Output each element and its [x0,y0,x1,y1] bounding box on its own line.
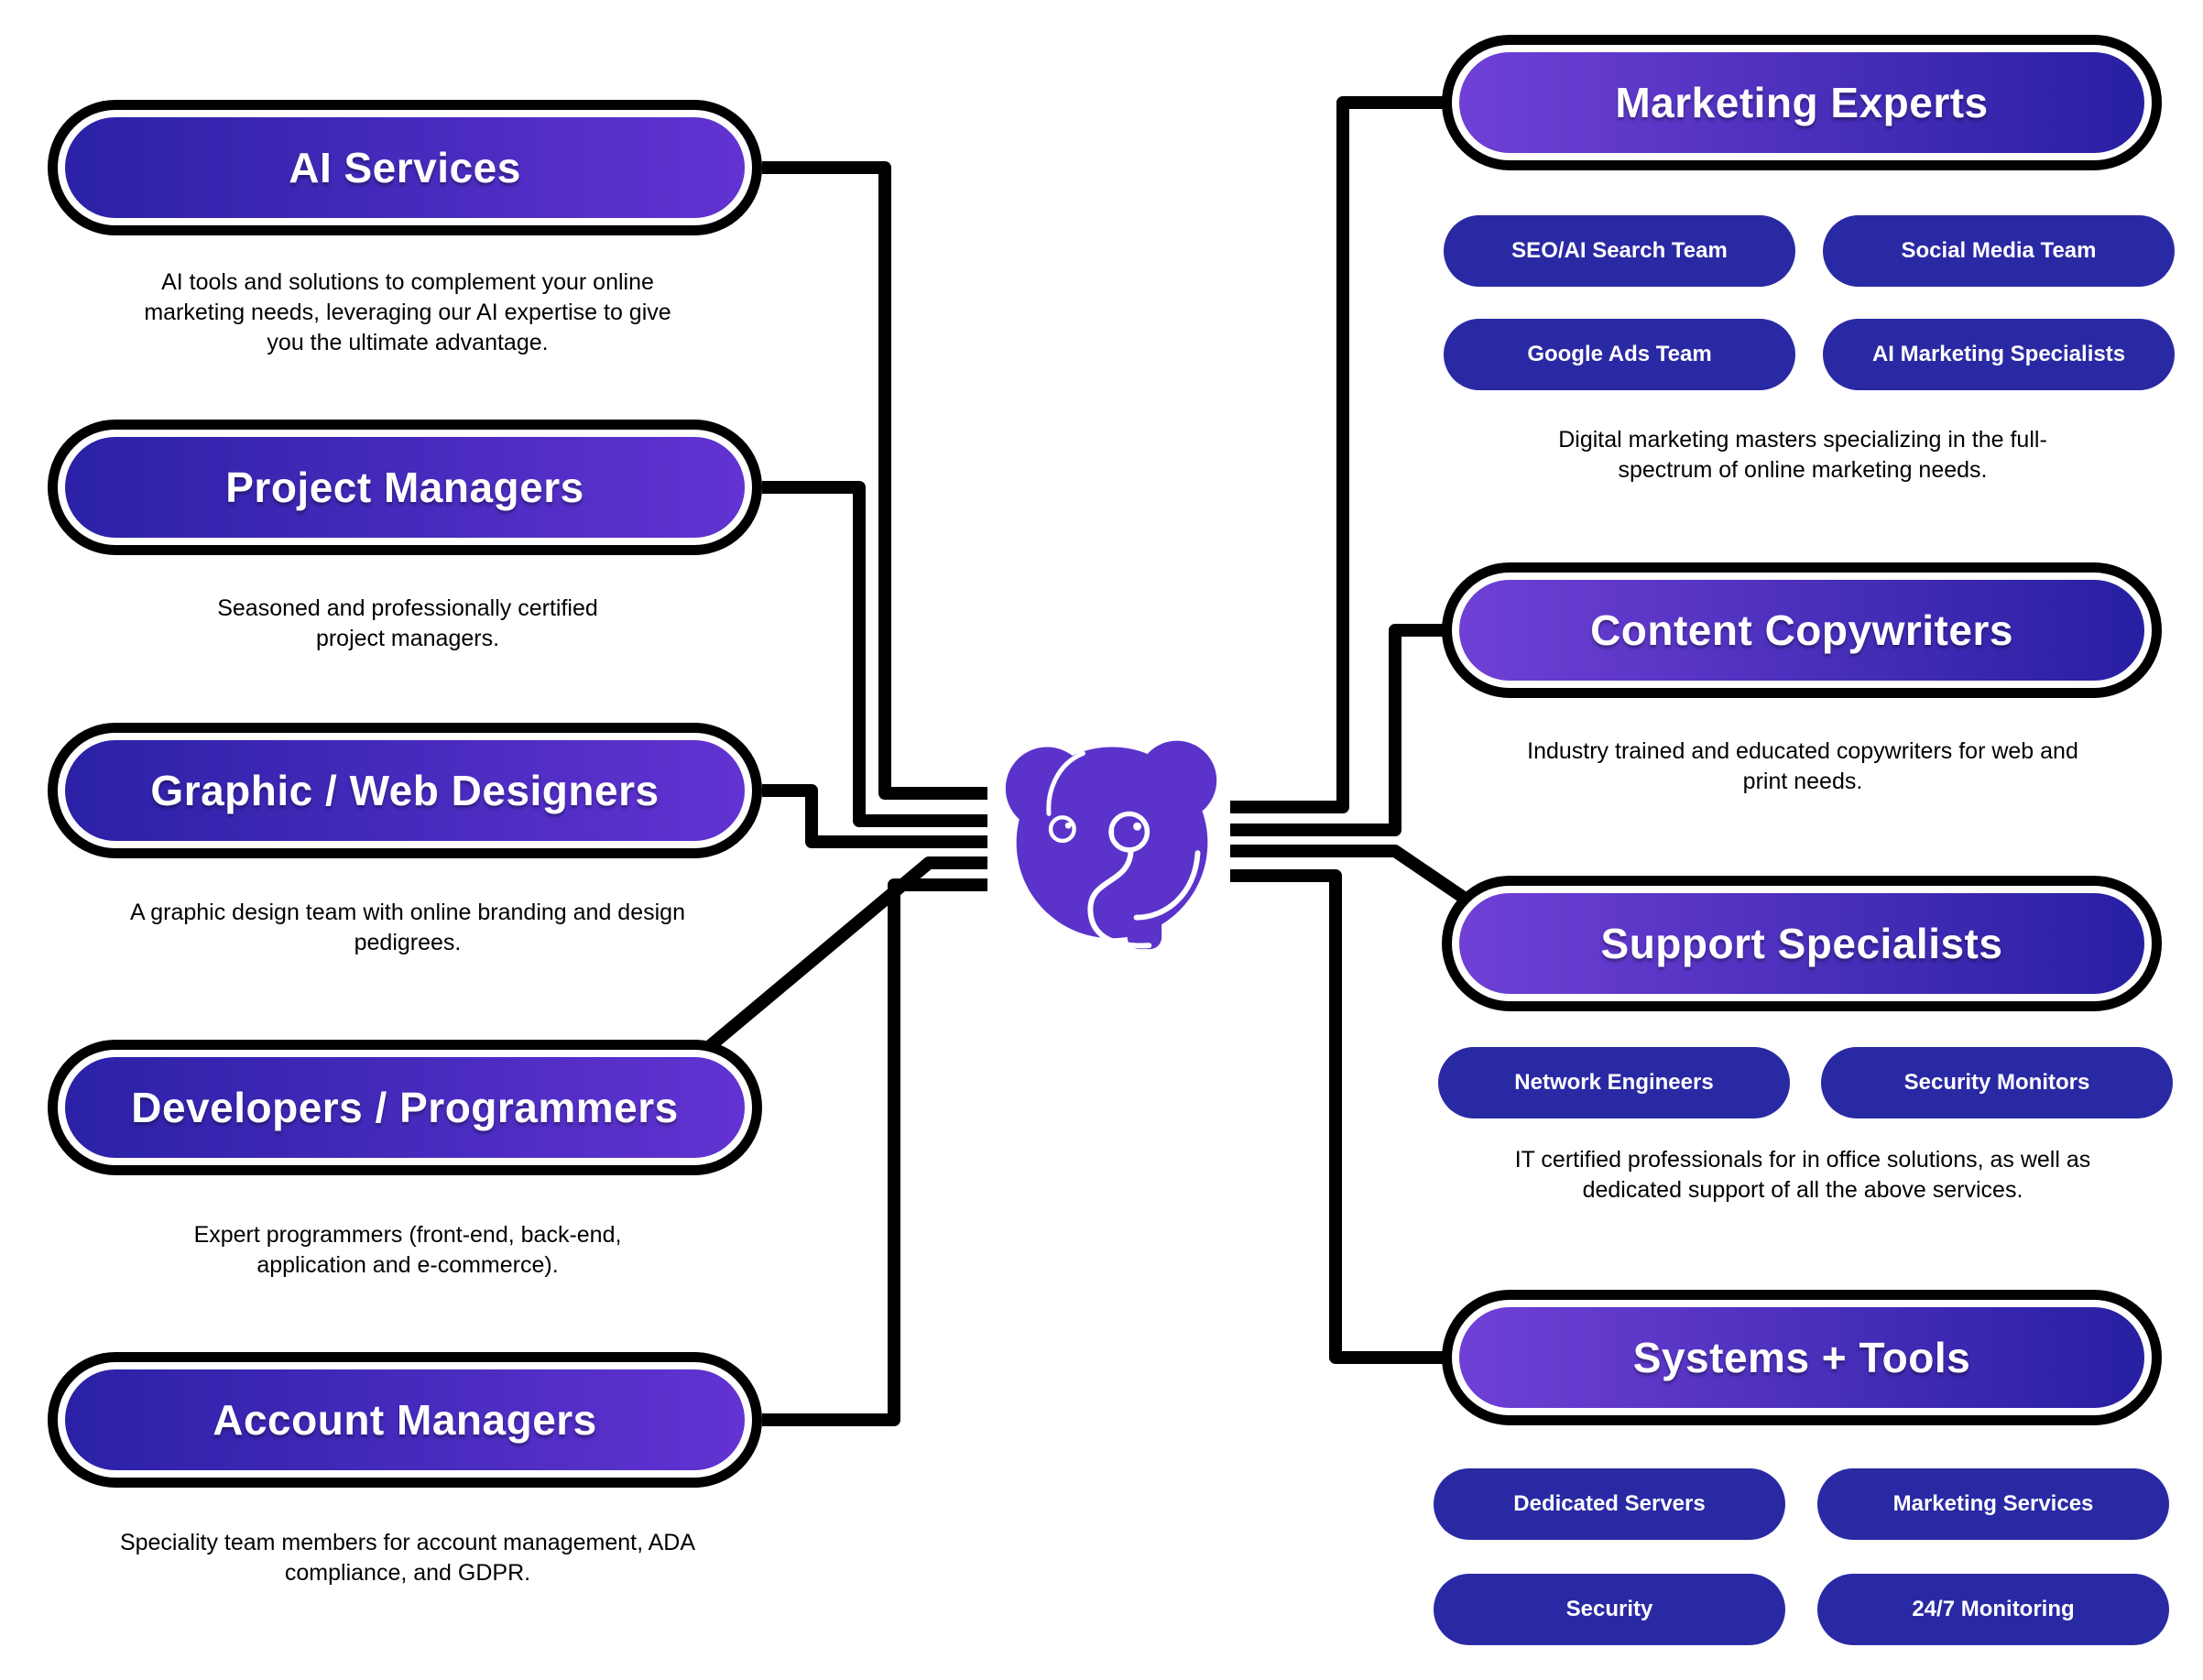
node-description: Speciality team members for account mana… [119,1530,696,1586]
node-description: Expert programmers (front-end, back-end,… [193,1222,622,1278]
subnode-24-7-monitoring: 24/7 Monitoring [1817,1574,2169,1645]
node-ai-services: AI Services [48,100,762,235]
node-description: AI tools and solutions to complement you… [144,269,671,355]
connector-systems-tools [1230,869,1444,1364]
connector-developers-programmers [705,856,987,1052]
node-label: Account Managers [213,1396,597,1444]
connector-support-specialists [1230,845,1467,903]
subnode-security: Security [1434,1574,1785,1645]
node-graphic-web-designers: Graphic / Web Designers [48,723,762,858]
subnode-dedicated-servers: Dedicated Servers [1434,1468,1785,1540]
connector-graphic-web-designers [762,784,987,848]
connector-ai-services [762,161,987,800]
subnode-marketing-services: Marketing Services [1817,1468,2169,1540]
node-marketing-experts: Marketing Experts [1442,35,2162,170]
subnode-google-ads-team: Google Ads Team [1444,319,1795,390]
node-developers-programmers: Developers / Programmers [48,1040,762,1175]
connector-account-managers [762,878,987,1426]
node-label: Project Managers [225,464,584,511]
node-label: Marketing Experts [1615,79,1989,126]
node-project-managers: Project Managers [48,420,762,555]
node-label: Support Specialists [1600,920,2003,967]
node-description: Digital marketing masters specializing i… [1558,427,2047,483]
subnode-ai-marketing-specialists: AI Marketing Specialists [1823,319,2175,390]
elephant-logo [994,724,1228,951]
subnode-social-media-team: Social Media Team [1823,215,2175,287]
connector-content-copywriters [1230,624,1444,836]
subnode-network-engineers: Network Engineers [1438,1047,1790,1118]
node-label: Content Copywriters [1590,606,2013,654]
connector-marketing-experts [1230,96,1444,813]
elephant-icon [1005,740,1217,950]
node-label: Systems + Tools [1632,1334,1971,1381]
node-label: Developers / Programmers [131,1084,679,1131]
node-description: A graphic design team with online brandi… [130,900,685,955]
connector-project-managers [762,481,987,827]
node-label: Graphic / Web Designers [150,767,660,814]
node-systems-tools: Systems + Tools [1442,1290,2162,1425]
subnode-security-monitors: Security Monitors [1821,1047,2173,1118]
node-label: AI Services [289,144,521,191]
node-description: Industry trained and educated copywriter… [1527,738,2078,794]
node-account-managers: Account Managers [48,1352,762,1488]
node-description: Seasoned and professionally certified pr… [217,595,598,651]
node-support-specialists: Support Specialists [1442,876,2162,1011]
subnode-seo-ai-search-team: SEO/AI Search Team [1444,215,1795,287]
node-content-copywriters: Content Copywriters [1442,562,2162,698]
node-description: IT certified professionals for in office… [1514,1147,2091,1203]
